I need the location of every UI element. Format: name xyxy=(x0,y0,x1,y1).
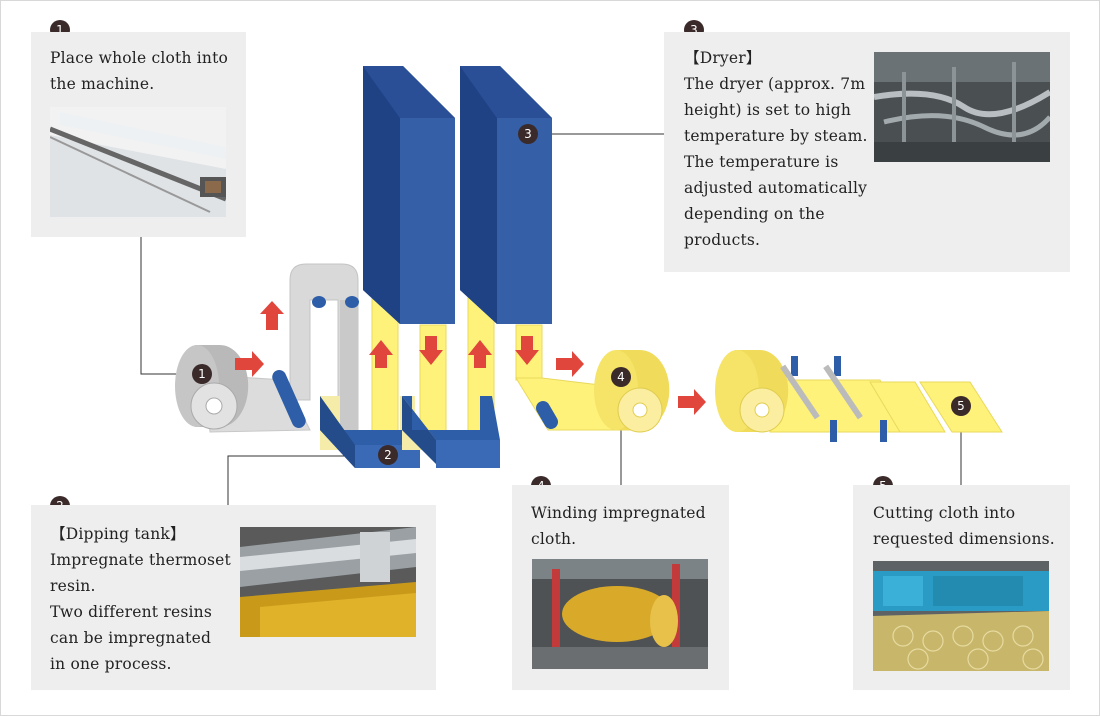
step-3-text: The dryer (approx. 7m height) is set to … xyxy=(684,75,868,249)
step-2-title: 【Dipping tank】 xyxy=(50,525,186,543)
unwind-roll xyxy=(175,345,311,433)
step-4-text: Winding impregnated cloth. xyxy=(531,504,706,548)
diagram-badge-3: 3 xyxy=(518,124,538,144)
gray-cloth-loop xyxy=(272,263,359,441)
dryer-units xyxy=(363,66,552,324)
diagram-badge-2: 2 xyxy=(378,445,398,465)
cutting-photo xyxy=(873,561,1049,671)
winding-photo xyxy=(532,559,708,669)
step-5-text: Cutting cloth into requested dimensions. xyxy=(873,504,1055,548)
cutting-section xyxy=(715,349,1003,442)
cloth-roll-photo xyxy=(50,107,226,217)
leader-line-2 xyxy=(227,455,380,505)
diagram-badge-1: 1 xyxy=(192,364,212,384)
step-3-title: 【Dryer】 xyxy=(684,49,762,67)
step-1-text: Place whole cloth into the machine. xyxy=(50,49,229,93)
diagram-badge-5: 5 xyxy=(951,396,971,416)
dipping-tank-photo xyxy=(240,527,416,637)
flow-arrows xyxy=(235,301,706,415)
step-2-text: Impregnate thermoset resin. Two differen… xyxy=(50,551,231,673)
diagram-badge-4: 4 xyxy=(611,367,631,387)
dryer-photo xyxy=(874,52,1050,162)
